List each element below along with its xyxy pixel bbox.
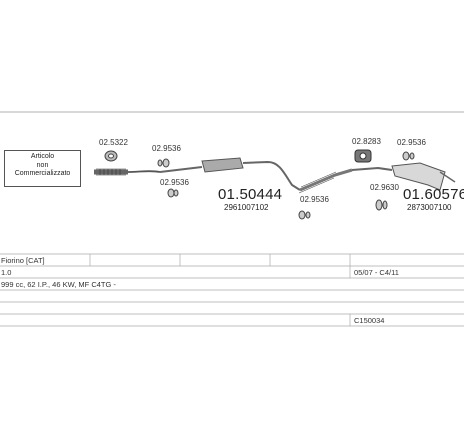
center-muffler-code: 01.50444 <box>218 186 283 203</box>
clamp-02-9536-a <box>157 158 170 168</box>
part-code-02-9536-b: 02.9536 <box>160 178 189 187</box>
rear-section <box>351 162 456 191</box>
rear-muffler-ref: 2873007100 <box>407 203 452 212</box>
gasket-02-5322 <box>104 150 118 162</box>
note-line-1: Articolo <box>30 153 55 160</box>
clamp-02-9536-d <box>402 151 415 161</box>
info-table-lines <box>0 253 464 327</box>
part-code-02-9536-c: 02.9536 <box>300 195 329 204</box>
center-section <box>159 157 353 194</box>
part-code-02-5322: 02.5322 <box>99 138 128 147</box>
clamp-02-9630 <box>375 199 388 211</box>
production-years: 05/07 - C4/11 <box>354 268 399 277</box>
gasket-02-8283 <box>354 149 372 163</box>
not-commercialized-note: Articolo non Commercializzato <box>4 150 81 187</box>
clamp-02-9536-c <box>298 210 311 220</box>
engine-size: 1.0 <box>1 268 12 277</box>
part-code-02-9536-a: 02.9536 <box>152 144 181 153</box>
part-code-02-9630: 02.9630 <box>370 183 399 192</box>
center-muffler-ref: 2961007102 <box>224 203 269 212</box>
part-code-02-8283: 02.8283 <box>352 137 381 146</box>
rear-muffler-code: 01.60576 <box>403 186 464 203</box>
front-pipe <box>94 168 161 176</box>
note-line-3: Commercializzato <box>14 170 71 177</box>
part-code-02-9536-d: 02.9536 <box>397 138 426 147</box>
clamp-02-9536-b <box>167 188 179 198</box>
system-code: C150034 <box>354 316 385 325</box>
vehicle-model: Fiorino [CAT] <box>1 256 45 265</box>
note-line-2: non <box>36 161 49 169</box>
engine-spec: 999 cc, 62 I.P., 46 KW, MF C4TG - <box>1 280 116 289</box>
